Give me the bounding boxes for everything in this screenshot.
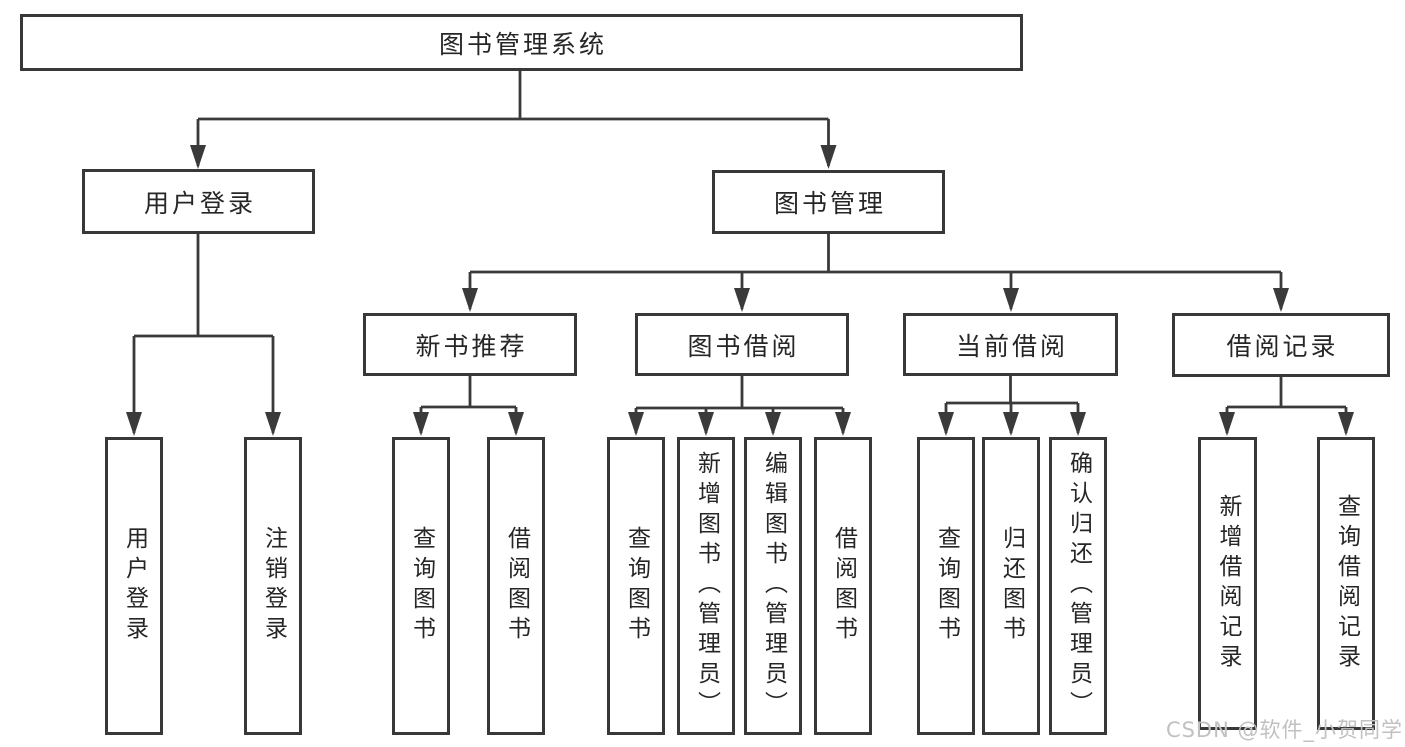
node-leaf-bb-query-book: 查询图书 bbox=[607, 437, 665, 735]
node-leaf-br-query-record: 查询借阅记录 bbox=[1317, 437, 1375, 730]
node-leaf-bb-edit-book-admin: 编辑图书（管理员） bbox=[744, 437, 802, 735]
csdn-watermark: CSDN @软件_小贺同学 bbox=[1165, 718, 1403, 742]
connector-book-borrow-children bbox=[628, 376, 851, 436]
node-book-management-module: 图书管理 bbox=[712, 170, 945, 234]
connector-borrow-records-children bbox=[1219, 377, 1354, 436]
node-current-borrow: 当前借阅 bbox=[903, 313, 1118, 376]
node-borrow-records: 借阅记录 bbox=[1172, 313, 1390, 377]
node-leaf-rec-query-book: 查询图书 bbox=[392, 437, 450, 735]
node-leaf-cb-return-book: 归还图书 bbox=[982, 437, 1040, 735]
node-leaf-logout: 注销登录 bbox=[244, 437, 302, 735]
connector-current-borrow-children bbox=[938, 376, 1086, 436]
connector-user-login-children bbox=[126, 234, 281, 436]
node-book-borrow: 图书借阅 bbox=[635, 313, 849, 376]
node-leaf-user-login: 用户登录 bbox=[105, 437, 163, 735]
node-root-system: 图书管理系统 bbox=[20, 14, 1023, 71]
node-leaf-rec-borrow-book: 借阅图书 bbox=[487, 437, 545, 735]
node-leaf-cb-query-book: 查询图书 bbox=[917, 437, 975, 735]
node-new-book-recommend: 新书推荐 bbox=[363, 313, 577, 376]
connector-root-to-level2 bbox=[190, 70, 837, 169]
node-user-login-module: 用户登录 bbox=[82, 169, 315, 234]
connector-new-book-rec-children bbox=[413, 376, 524, 436]
node-leaf-br-add-record: 新增借阅记录 bbox=[1198, 437, 1257, 730]
node-leaf-cb-confirm-return-admin: 确认归还（管理员） bbox=[1049, 437, 1107, 735]
node-leaf-bb-add-book-admin: 新增图书（管理员） bbox=[677, 437, 735, 735]
connector-book-mgmt-to-level3 bbox=[462, 234, 1289, 312]
node-leaf-bb-borrow-book: 借阅图书 bbox=[814, 437, 872, 735]
